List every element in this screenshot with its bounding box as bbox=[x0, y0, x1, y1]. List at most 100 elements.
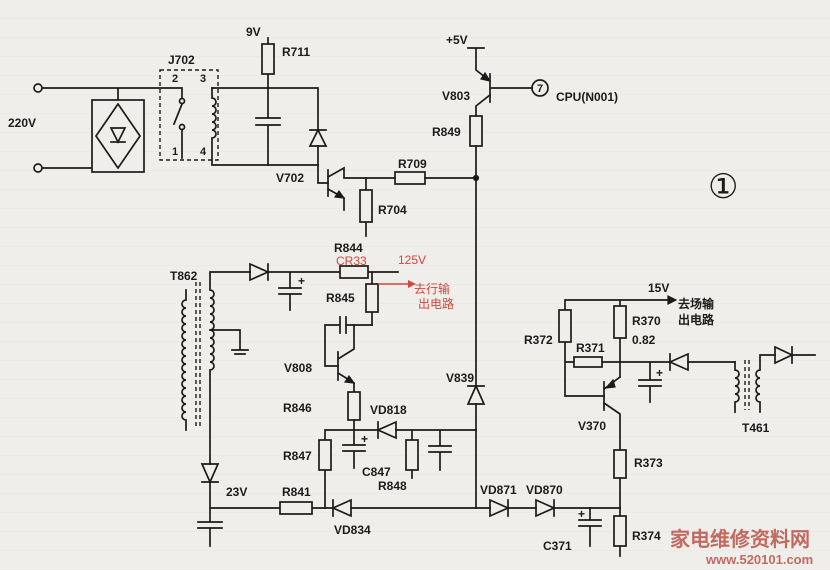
diode-triangle bbox=[535, 498, 557, 518]
diode-t461-output bbox=[774, 345, 816, 365]
label-5v: +5V bbox=[446, 33, 468, 47]
v702-emitter-arrow bbox=[333, 189, 346, 199]
diode-vd818 bbox=[375, 420, 397, 440]
junction-dot bbox=[472, 174, 480, 182]
relay-contact-top bbox=[178, 97, 186, 105]
transistor-v803 bbox=[467, 47, 533, 117]
transistor-v808 bbox=[336, 324, 356, 393]
mains-input bbox=[33, 83, 183, 173]
label-r374: R374 bbox=[632, 529, 661, 543]
resistor-r372 bbox=[558, 309, 572, 343]
v370-emitter-arrow bbox=[604, 378, 616, 389]
label-125v: 125V bbox=[398, 253, 426, 267]
label-r844: R844 bbox=[334, 241, 363, 255]
label-vd871: VD871 bbox=[480, 483, 517, 497]
label-r711: R711 bbox=[282, 45, 310, 59]
relay-contact-bottom bbox=[178, 123, 186, 131]
resistor-r704 bbox=[359, 189, 373, 223]
c371-r374-wires bbox=[578, 507, 621, 557]
field-output-arrowhead bbox=[667, 295, 678, 305]
label-cpu-pin-7: 7 bbox=[537, 83, 543, 95]
figure-number: ① bbox=[708, 168, 738, 206]
relay-outline bbox=[159, 69, 219, 161]
t862-secondary-coil bbox=[209, 271, 251, 465]
label-r709: R709 bbox=[398, 157, 427, 171]
diode-125v-rectifier bbox=[249, 262, 271, 282]
diode-triangle bbox=[489, 498, 511, 518]
label-r848: R848 bbox=[378, 479, 407, 493]
v370-leads bbox=[602, 375, 622, 509]
label-v702: V702 bbox=[276, 171, 304, 185]
label-field-output-2: 出电路 bbox=[678, 312, 715, 327]
label-j702-pin-1: 1 bbox=[172, 146, 178, 158]
label-line-output-1: 去行输 bbox=[414, 281, 450, 296]
t862-core bbox=[195, 282, 201, 428]
t461-core bbox=[744, 360, 750, 410]
bridge-diode-symbol bbox=[109, 127, 127, 144]
resistor-r374 bbox=[613, 515, 627, 547]
diode-triangle bbox=[308, 128, 328, 147]
resistor-r711 bbox=[261, 43, 275, 75]
label-field-output-1: 去场输 bbox=[678, 296, 715, 311]
label-r373: R373 bbox=[634, 456, 663, 470]
resistor-r848 bbox=[405, 439, 419, 471]
label-vd818: VD818 bbox=[370, 403, 407, 417]
ground-symbol bbox=[209, 329, 249, 355]
label-cr33: CR33 bbox=[336, 254, 367, 268]
diode-triangle bbox=[249, 262, 271, 282]
resistor-r844 bbox=[339, 265, 369, 279]
mains-wires bbox=[41, 87, 183, 169]
label-vd834: VD834 bbox=[334, 523, 371, 537]
label-23v: 23V bbox=[226, 485, 247, 499]
v803-emitter-arrow bbox=[480, 71, 492, 82]
transistor-v370 bbox=[602, 375, 622, 509]
diode-triangle bbox=[774, 345, 794, 365]
label-v370: V370 bbox=[578, 419, 606, 433]
label-v803: V803 bbox=[442, 89, 470, 103]
field-supply-wires bbox=[564, 299, 736, 403]
resistor-r370 bbox=[613, 305, 627, 339]
label-j702: J702 bbox=[168, 53, 195, 67]
relay-switch-blade bbox=[172, 102, 184, 159]
v839-triangle bbox=[466, 383, 486, 405]
label-r704: R704 bbox=[378, 203, 407, 217]
label-mains-voltage: 220V bbox=[8, 116, 36, 130]
plus-sign: + bbox=[361, 432, 368, 446]
resistor-r371 bbox=[573, 356, 603, 368]
label-r370-value: 0.82 bbox=[632, 333, 656, 347]
watermark-url: www.520101.com bbox=[705, 552, 813, 567]
diode-bar bbox=[791, 346, 816, 364]
resistor-r373 bbox=[613, 449, 627, 479]
transformer-t862 bbox=[181, 271, 251, 465]
label-r849: R849 bbox=[432, 125, 461, 139]
mains-terminal-top bbox=[33, 83, 43, 93]
t862-primary-coil bbox=[181, 289, 187, 431]
label-j702-pin-3: 3 bbox=[200, 73, 206, 85]
diode-relay-clamp bbox=[308, 128, 328, 147]
relay-j702 bbox=[159, 69, 319, 166]
bridge-rectifier bbox=[91, 99, 145, 173]
diode-triangle bbox=[375, 420, 397, 440]
label-r846: R846 bbox=[283, 401, 312, 415]
relay-coil bbox=[211, 87, 319, 166]
label-vd870: VD870 bbox=[526, 483, 563, 497]
resistor-r845 bbox=[365, 283, 379, 313]
plus-sign: + bbox=[578, 507, 585, 521]
resistor-r849 bbox=[469, 115, 483, 147]
standby-wires bbox=[211, 37, 329, 184]
label-15v: 15V bbox=[648, 281, 669, 295]
v803-leads bbox=[467, 47, 533, 117]
label-v839: V839 bbox=[446, 371, 474, 385]
resistor-r709 bbox=[394, 171, 426, 185]
plus-sign: + bbox=[298, 274, 305, 288]
diode-triangle bbox=[200, 463, 220, 485]
diode-vd870 bbox=[535, 498, 557, 518]
label-j702-pin-2: 2 bbox=[172, 73, 178, 85]
sense-network-wires bbox=[324, 419, 477, 509]
diode-23v-rectifier bbox=[200, 463, 220, 485]
cpu-pin-7-marker bbox=[531, 79, 549, 97]
t461-secondary-coil bbox=[755, 354, 776, 413]
transistor-v702 bbox=[326, 166, 396, 211]
